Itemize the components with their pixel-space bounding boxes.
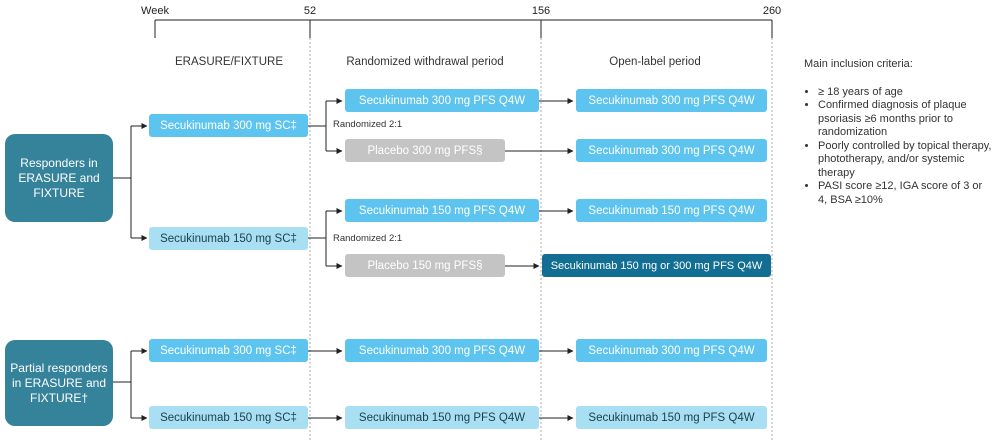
criteria-item: PASI score ≥12, IGA score of 3 or 4, BSA… — [818, 180, 994, 207]
timeline-tick-260: 260 — [762, 5, 782, 17]
inclusion-criteria: Main inclusion criteria: ≥ 18 years of a… — [804, 58, 994, 207]
open-label-secukinumab-300-q4w-b: Secukinumab 300 mg PFS Q4W — [576, 139, 767, 162]
withdrawal-placebo-150: Placebo 150 mg PFS§ — [345, 254, 505, 277]
inclusion-criteria-title: Main inclusion criteria: — [804, 58, 913, 70]
timeline-week-label: Week — [141, 5, 169, 17]
phase-dividers — [309, 38, 773, 442]
timeline-tick-156: 156 — [531, 5, 551, 17]
partial-open-label-secukinumab-150-q4w: Secukinumab 150 mg PFS Q4W — [576, 406, 767, 429]
group-partial-responders: Partial responders in ERASURE and FIXTUR… — [5, 340, 113, 426]
timeline-axis — [154, 19, 773, 38]
responders-secukinumab-300-sc: Secukinumab 300 mg SC‡ — [149, 114, 308, 137]
open-label-secukinumab-300-q4w-a: Secukinumab 300 mg PFS Q4W — [576, 89, 767, 112]
timeline-tick-52: 52 — [303, 5, 317, 17]
criteria-item: Confirmed diagnosis of plaque psoriasis … — [818, 99, 994, 140]
criteria-item: Poorly controlled by topical therapy, ph… — [818, 140, 994, 181]
criteria-item: ≥ 18 years of age — [818, 86, 994, 100]
partial-secukinumab-300-sc: Secukinumab 300 mg SC‡ — [149, 339, 308, 362]
phase-open-label: Open-label period — [609, 56, 701, 68]
randomized-2-1-label-300: Randomized 2:1 — [333, 119, 403, 130]
partial-open-label-secukinumab-300-q4w: Secukinumab 300 mg PFS Q4W — [576, 339, 767, 362]
withdrawal-secukinumab-300-q4w: Secukinumab 300 mg PFS Q4W — [345, 89, 539, 112]
open-label-secukinumab-150-or-300-q4w: Secukinumab 150 mg or 300 mg PFS Q4W — [542, 254, 771, 277]
withdrawal-placebo-300: Placebo 300 mg PFS§ — [345, 139, 505, 162]
phase-randomized-withdrawal: Randomized withdrawal period — [346, 56, 504, 68]
open-label-secukinumab-150-q4w: Secukinumab 150 mg PFS Q4W — [576, 199, 767, 222]
randomized-2-1-label-150: Randomized 2:1 — [333, 233, 403, 244]
phase-erasure-fixture: ERASURE/FIXTURE — [175, 56, 283, 68]
withdrawal-secukinumab-150-q4w: Secukinumab 150 mg PFS Q4W — [345, 199, 539, 222]
partial-withdrawal-secukinumab-150-q4w: Secukinumab 150 mg PFS Q4W — [345, 406, 539, 429]
responders-secukinumab-150-sc: Secukinumab 150 mg SC‡ — [149, 227, 308, 250]
group-responders: Responders in ERASURE and FIXTURE — [5, 134, 113, 222]
partial-secukinumab-150-sc: Secukinumab 150 mg SC‡ — [149, 406, 308, 429]
partial-withdrawal-secukinumab-300-q4w: Secukinumab 300 mg PFS Q4W — [345, 339, 539, 362]
inclusion-criteria-list: ≥ 18 years of age Confirmed diagnosis of… — [804, 86, 994, 208]
